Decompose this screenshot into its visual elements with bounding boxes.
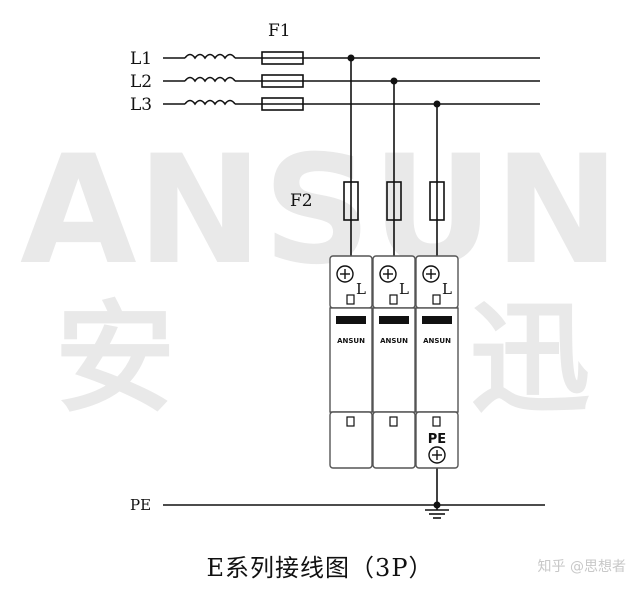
label-l3: L3	[130, 95, 152, 115]
module-brand: ANSUN	[380, 337, 408, 345]
terminal-label: L	[399, 280, 409, 298]
line-l3	[163, 99, 540, 106]
junction-l3	[433, 100, 441, 108]
junction-l1	[347, 54, 355, 62]
inductor-l2	[184, 76, 236, 83]
junction-l2	[390, 77, 398, 85]
junction-pe	[433, 501, 441, 509]
label-f2: F2	[290, 191, 313, 211]
spd-module-base	[372, 411, 416, 469]
terminal-slot	[432, 294, 441, 305]
line-l2	[163, 76, 540, 83]
terminal-slot	[346, 294, 355, 305]
status-window	[422, 316, 452, 324]
status-window	[336, 316, 366, 324]
label-l1: L1	[130, 49, 152, 69]
label-f1: F1	[268, 21, 291, 41]
caption: E系列接线图（3P）	[206, 554, 434, 582]
module-brand: ANSUN	[337, 337, 365, 345]
watermark-cn-left: 安	[55, 290, 175, 429]
terminal-slot	[389, 294, 398, 305]
label-pe: PE	[130, 496, 151, 514]
watermark: ANSUN 安 迅	[20, 124, 620, 429]
spd-module-2: L ANSUN	[372, 255, 416, 469]
module-brand: ANSUN	[423, 337, 451, 345]
credit: 知乎 @思想者	[537, 559, 626, 575]
spd-module-body	[329, 307, 373, 413]
spd-module-base	[415, 411, 459, 469]
base-slot	[346, 416, 355, 427]
base-slot	[432, 416, 441, 427]
inductor-l1	[184, 53, 236, 60]
status-window	[379, 316, 409, 324]
spd-module-3: L ANSUN PE	[415, 255, 459, 469]
watermark-cn-right: 迅	[470, 290, 590, 429]
ground-symbol	[425, 509, 449, 519]
base-slot	[389, 416, 398, 427]
line-l1	[163, 53, 540, 60]
watermark-brand: ANSUN	[20, 124, 620, 298]
spd-module-1: L ANSUN	[329, 255, 373, 469]
label-l2: L2	[130, 72, 152, 92]
pe-terminal-label: PE	[428, 432, 446, 447]
spd-modules: L ANSUN L ANSUN L ANSUN PE	[329, 255, 459, 469]
terminal-label: L	[442, 280, 452, 298]
spd-module-body	[415, 307, 459, 413]
spd-module-body	[372, 307, 416, 413]
terminal-label: L	[356, 280, 366, 298]
inductor-l3	[184, 99, 236, 106]
spd-module-base	[329, 411, 373, 469]
